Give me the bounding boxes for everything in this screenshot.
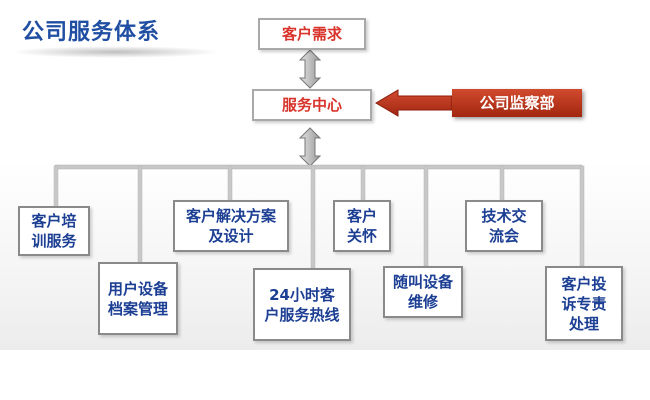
- service-node-solution: 客户解决方案及设计: [173, 200, 289, 252]
- double-arrow-top: [298, 49, 322, 89]
- customer-demand-box: 客户需求: [258, 18, 366, 50]
- service-node-archive: 用户设备档案管理: [98, 262, 178, 335]
- service-node-exchange: 技术交流会: [465, 200, 543, 252]
- service-node-care: 客户关怀: [333, 200, 391, 252]
- supervision-dept-box: 公司监察部: [452, 89, 582, 117]
- service-node-repair: 随叫设备维修: [383, 266, 463, 318]
- service-node-complaint: 客户投诉专责处理: [545, 266, 623, 341]
- service-node-hotline: 24小时客户服务热线: [253, 268, 351, 341]
- service-node-training: 客户培训服务: [18, 206, 90, 256]
- red-arrow: [375, 89, 453, 117]
- title-underline-shadow: [10, 46, 220, 58]
- page-title: 公司服务体系: [22, 20, 161, 45]
- double-arrow-bottom: [298, 127, 322, 167]
- service-center-box: 服务中心: [252, 89, 372, 121]
